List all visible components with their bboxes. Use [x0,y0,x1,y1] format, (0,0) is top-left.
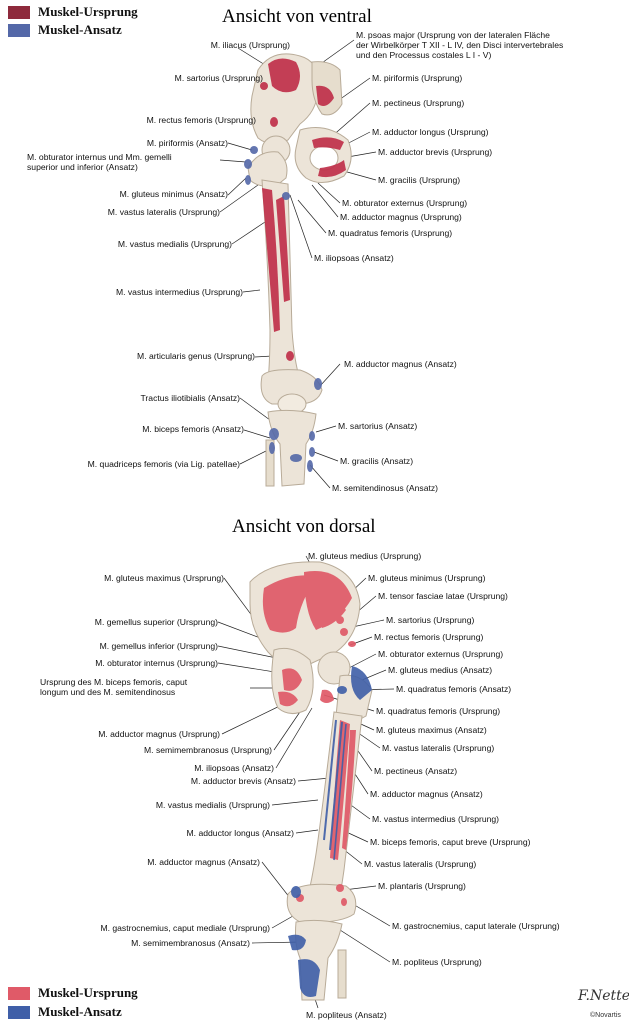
origin-swatch [8,986,30,1000]
dorsal-label: M. vastus medialis (Ursprung) [155,800,270,810]
legend-insertion-bottom: Muskel-Ansatz [8,1004,122,1020]
insertion-swatch [8,1005,30,1019]
ventral-label: M. obturator externus (Ursprung) [342,198,468,208]
ventral-label: M. rectus femoris (Ursprung) [146,115,256,125]
dorsal-label: M. gluteus medius (Ansatz) [388,665,493,675]
dorsal-label: M. gastrocnemius, caput laterale (Urspru… [392,921,560,931]
ventral-label: M. adductor magnus (Ansatz) [344,359,457,369]
ventral-label: M. vastus lateralis (Ursprung) [107,207,220,217]
dorsal-origin-areas [262,571,356,906]
legend-insertion-top: Muskel-Ansatz [8,22,122,38]
ventral-label: Tractus iliotibialis (Ansatz) [140,393,241,403]
dorsal-label: M. obturator internus (Ursprung) [95,658,218,668]
ventral-label: M. obturator internus und Mm. gemelli [27,152,172,162]
legend-origin-label: Muskel-Ursprung [38,4,138,19]
dorsal-label: M. semimembranosus (Ursprung) [144,745,272,755]
ventral-label: M. biceps femoris (Ansatz) [142,424,244,434]
ventral-label: M. vastus intermedius (Ursprung) [115,287,243,297]
dorsal-label: M. plantaris (Ursprung) [378,881,466,891]
dorsal-label: M. iliopsoas (Ansatz) [194,763,274,773]
ventral-label: M. iliacus (Ursprung) [210,40,290,50]
legend-origin-label: Muskel-Ursprung [38,985,138,1000]
dorsal-label: M. rectus femoris (Ursprung) [374,632,484,642]
artist-signature: F.Netter [578,988,629,1004]
ventral-label: M. sartorius (Ursprung) [174,73,263,83]
ventral-label: M. pectineus (Ursprung) [372,98,465,108]
dorsal-label: M. vastus lateralis (Ursprung) [364,859,477,869]
ventral-label: M. piriformis (Ursprung) [372,73,463,83]
dorsal-label: M. adductor longus (Ansatz) [186,828,294,838]
dorsal-label: M. popliteus (Ursprung) [392,957,482,967]
ventral-label: und den Processus costales L I - V) [356,50,492,60]
dorsal-label: M. adductor magnus (Ansatz) [370,789,483,799]
dorsal-label: M. gemellus inferior (Ursprung) [99,641,218,651]
dorsal-label: M. vastus intermedius (Ursprung) [372,814,500,824]
ventral-label: der Wirbelkörper T XII - L IV, den Disci… [356,40,564,50]
dorsal-label: longum und des M. semitendinosus [40,687,176,697]
ventral-bones [247,53,352,487]
dorsal-label: M. gluteus minimus (Ursprung) [368,573,486,583]
dorsal-label: M. semimembranosus (Ansatz) [131,938,250,948]
legend-insertion-label: Muskel-Ansatz [38,1004,122,1019]
ventral-label: M. gluteus minimus (Ansatz) [119,189,228,199]
ventral-label: M. adductor brevis (Ursprung) [378,147,493,157]
ventral-label: M. psoas major (Ursprung von der lateral… [356,30,550,40]
dorsal-label: M. sartorius (Ursprung) [386,615,475,625]
ventral-label: M. articularis genus (Ursprung) [137,351,255,361]
dorsal-label: M. quadratus femoris (Ansatz) [396,684,512,694]
dorsal-label: M. quadratus femoris (Ursprung) [376,706,501,716]
dorsal-label: M. adductor magnus (Ursprung) [98,729,220,739]
ventral-label: M. gracilis (Ursprung) [378,175,461,185]
ventral-label: M. iliopsoas (Ansatz) [314,253,394,263]
ventral-label: superior und inferior (Ansatz) [27,162,138,172]
dorsal-label: M. gluteus medius (Ursprung) [308,551,422,561]
dorsal-label: Ursprung des M. biceps femoris, caput [40,677,188,687]
legend-origin-bottom: Muskel-Ursprung [8,985,138,1001]
insertion-swatch [8,23,30,37]
dorsal-label: M. obturator externus (Ursprung) [378,649,504,659]
ventral-title: Ansicht von ventral [222,6,372,27]
legend-insertion-label: Muskel-Ansatz [38,22,122,37]
dorsal-title: Ansicht von dorsal [232,516,376,537]
ventral-label: M. quadratus femoris (Ursprung) [328,228,453,238]
dorsal-label: M. pectineus (Ansatz) [374,766,458,776]
ventral-label: M. vastus medialis (Ursprung) [117,239,232,249]
ventral-label: M. piriformis (Ansatz) [146,138,228,148]
dorsal-label: M. tensor fasciae latae (Ursprung) [378,591,508,601]
ventral-label: M. adductor magnus (Ursprung) [340,212,462,222]
dorsal-label: M. gastrocnemius, caput mediale (Ursprun… [100,923,270,933]
dorsal-label: M. popliteus (Ansatz) [306,1010,387,1020]
origin-swatch [8,5,30,19]
ventral-label: M. semitendinosus (Ansatz) [332,483,439,493]
ventral-label: M. gracilis (Ansatz) [340,456,414,466]
copyright-credit: ©Novartis [590,1012,621,1019]
dorsal-label: M. adductor brevis (Ansatz) [190,776,296,786]
ventral-label: M. quadriceps femoris (via Lig. patellae… [87,459,240,469]
ventral-label: M. sartorius (Ansatz) [338,421,418,431]
dorsal-label: M. gemellus superior (Ursprung) [94,617,218,627]
dorsal-label: M. biceps femoris, caput breve (Ursprung… [370,837,531,847]
dorsal-label: M. gluteus maximus (Ansatz) [376,725,487,735]
legend-origin-top: Muskel-Ursprung [8,4,138,20]
dorsal-label: M. gluteus maximus (Ursprung) [104,573,224,583]
dorsal-insertion-areas [288,666,372,997]
dorsal-label: M. vastus lateralis (Ursprung) [382,743,495,753]
ventral-insertion-areas [244,146,322,472]
ventral-label: M. adductor longus (Ursprung) [372,127,489,137]
dorsal-label: M. adductor magnus (Ansatz) [147,857,260,867]
ventral-origin-areas [260,58,346,361]
